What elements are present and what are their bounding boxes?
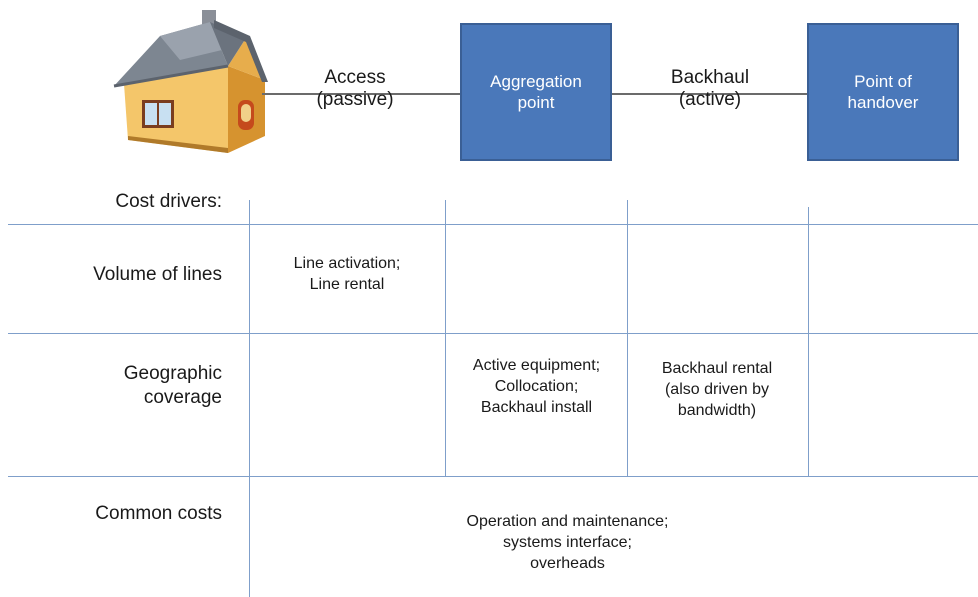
backhaul-label: Backhaul (active): [670, 67, 750, 110]
point-of-handover-box: Point of handover: [807, 23, 959, 161]
house-icon: [113, 10, 268, 153]
aggregation-point-box: Aggregation point: [460, 23, 612, 161]
table-rule-2: [8, 333, 978, 334]
row-label-volume: Volume of lines: [93, 264, 222, 285]
cell-geographic-aggregation: Active equipment; Collocation; Backhaul …: [472, 357, 601, 416]
backhaul-connector: [612, 93, 810, 95]
cost-drivers-header: Cost drivers:: [115, 191, 222, 212]
column-divider-2: [445, 200, 446, 476]
table-rule-3: [8, 476, 978, 477]
cell-volume-access: Line activation; Line rental: [293, 255, 401, 293]
access-connector: [262, 93, 462, 95]
row-label-geographic: Geographic coverage: [123, 363, 222, 408]
table-rule-1: [8, 224, 978, 225]
column-divider-1: [249, 200, 250, 597]
access-label: Access (passive): [316, 67, 394, 110]
cell-common-span: Operation and maintenance; systems inter…: [466, 513, 669, 572]
row-label-common: Common costs: [95, 503, 222, 524]
cell-geographic-backhaul: Backhaul rental (also driven by bandwidt…: [661, 360, 773, 419]
column-divider-3: [627, 200, 628, 476]
column-divider-4: [808, 207, 809, 476]
